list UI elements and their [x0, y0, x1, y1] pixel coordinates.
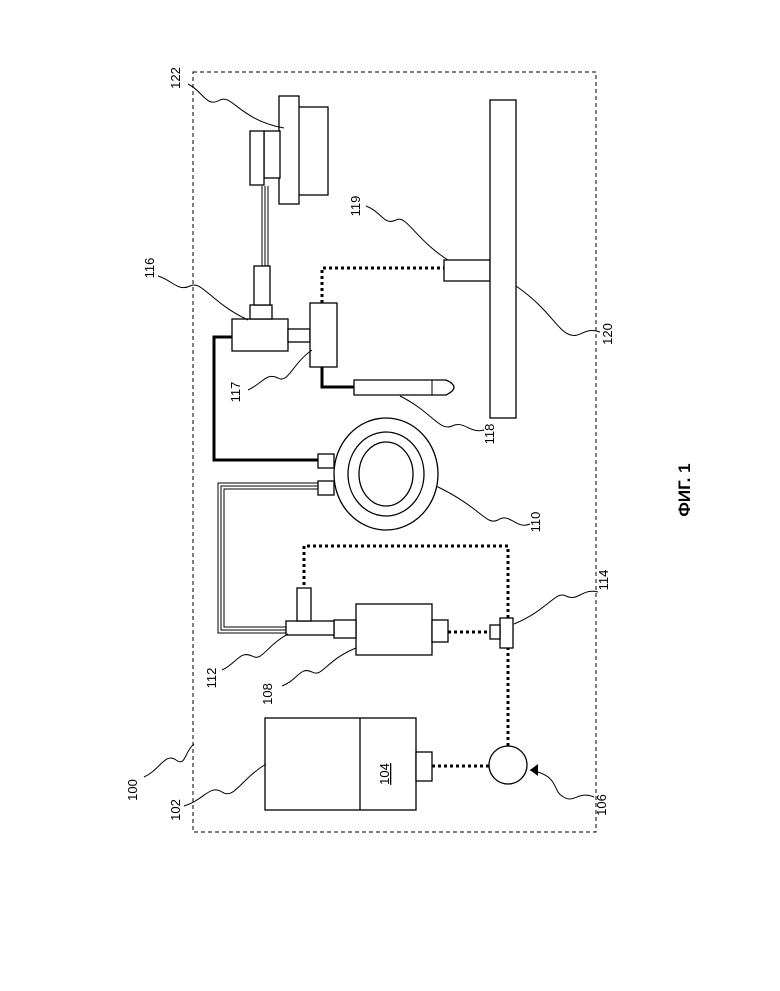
- label-108: 108: [260, 683, 275, 705]
- valve-114: [500, 618, 513, 648]
- fitting-112-riser: [297, 588, 311, 621]
- device-122-base: [296, 107, 328, 195]
- block-116: [232, 319, 288, 351]
- label-104: 104: [377, 763, 392, 785]
- label-120: 120: [600, 323, 615, 345]
- leader-112: [222, 634, 288, 670]
- device-122-inner: [264, 131, 280, 178]
- label-110: 110: [528, 512, 543, 533]
- line-controller-to-sensor: [322, 268, 444, 303]
- controller-117: [310, 303, 337, 367]
- connector-b: [254, 266, 270, 305]
- coil-110: [334, 418, 438, 530]
- leader-114: [514, 591, 598, 624]
- plate-120: [490, 100, 516, 418]
- label-116: 116: [142, 258, 157, 279]
- device-122-body: [279, 96, 299, 204]
- probe-118: [354, 380, 454, 395]
- leader-116: [158, 276, 248, 320]
- arrow-106: [530, 764, 538, 776]
- connector-a: [250, 305, 272, 319]
- pump-106: [489, 746, 527, 784]
- sensor-119: [444, 260, 490, 281]
- coil-port-lower: [318, 481, 334, 495]
- label-117: 117: [228, 382, 243, 403]
- unit-108-left-port: [334, 620, 356, 638]
- leader-117: [248, 350, 312, 390]
- leader-120: [516, 286, 600, 336]
- leader-102: [184, 764, 266, 806]
- device-122-nozzle: [250, 131, 264, 185]
- label-106: 106: [594, 794, 609, 816]
- unit-108: [356, 604, 432, 655]
- unit-108-right-port: [432, 620, 448, 642]
- fitting-112: [286, 621, 334, 635]
- label-112: 112: [204, 668, 219, 689]
- block-116-port: [288, 329, 310, 342]
- label-118: 118: [482, 424, 497, 445]
- line-controller-to-probe: [322, 367, 354, 387]
- valve-stub: [490, 625, 500, 639]
- leader-100: [144, 744, 194, 777]
- tank-outlet: [416, 752, 432, 781]
- leader-122: [188, 84, 284, 128]
- leader-119: [366, 206, 448, 260]
- label-114: 114: [596, 570, 611, 591]
- label-119: 119: [348, 196, 363, 217]
- leader-110: [436, 486, 530, 525]
- double-line-116-122: [262, 186, 268, 266]
- coil-port-upper: [318, 454, 334, 468]
- figure-caption: ФИГ. 1: [675, 463, 694, 516]
- leader-106: [530, 770, 594, 799]
- label-100: 100: [125, 779, 140, 801]
- tank-104: [265, 718, 416, 810]
- label-102: 102: [168, 799, 183, 821]
- leader-108: [282, 648, 356, 686]
- label-122: 122: [168, 67, 183, 89]
